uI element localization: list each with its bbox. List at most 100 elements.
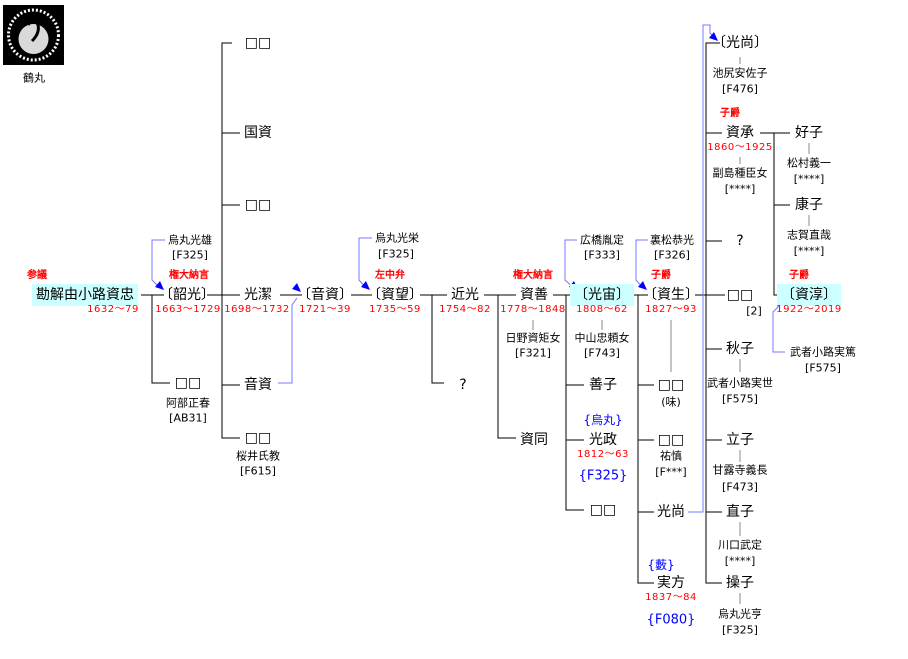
adoption-line: [564, 239, 577, 289]
person-otosuke-b: 音資: [244, 377, 272, 393]
reference-hirohashi-f: [F333]: [584, 248, 620, 262]
line: [497, 295, 516, 439]
person-sukemochi: 〔資望〕: [367, 287, 423, 303]
reference-shiga-f: [****]: [793, 244, 825, 258]
person-mitsunao: 〔光尚〕: [712, 35, 768, 51]
person-c3: □□: [244, 430, 272, 446]
person-q2: ?: [736, 233, 744, 249]
reference-hino-f: [F321]: [515, 346, 551, 360]
years-sukenari-y: 1827〜93: [645, 304, 697, 315]
adoption-arrow-icon: [361, 281, 370, 290]
years-sukeyoshi-y: 1778〜1848: [500, 304, 566, 315]
line: [151, 295, 170, 384]
line: [431, 295, 444, 384]
rank-title-r-sangi: 参議: [27, 270, 47, 281]
reference-ikejiri-f: [F476]: [722, 82, 758, 96]
person-sukedo: 資同: [520, 432, 548, 448]
rank-title-t-sachuben: 左中弁: [375, 270, 405, 281]
person-c7-note: [2]: [746, 304, 762, 318]
adoption-arrow-icon: [292, 283, 301, 292]
person-yushin: 祐慎: [660, 449, 682, 463]
person-sakurai: 桜井氏教: [236, 449, 280, 463]
years-sukitada-y: 1632〜79: [87, 304, 139, 315]
person-karasuma-tag: {烏丸}: [583, 413, 623, 427]
person-shiga: 志賀直哉: [787, 228, 831, 242]
years-mitsumasa-y: 1812〜63: [577, 449, 629, 460]
person-mitsuo: 烏丸光雄: [168, 233, 212, 247]
person-yasuko: 康子: [795, 197, 823, 213]
tsurumaru-crest-icon: [3, 5, 64, 65]
reference-mitsuhide-f: [F325]: [378, 247, 414, 261]
person-kunisuke: 国資: [244, 125, 272, 141]
rank-title-t-gon1: 権大納言: [169, 270, 209, 281]
adoption-arrow-icon: [155, 281, 164, 290]
rank-title-t-shishaku2: 子爵: [720, 108, 740, 119]
person-otosuke: 〔音資〕: [297, 287, 353, 303]
person-c4: □□: [589, 502, 617, 518]
person-matsumura: 松村義一: [787, 156, 831, 170]
person-naoko: 直子: [726, 504, 754, 520]
adoption-line: [772, 304, 785, 353]
years-suketsugu-y: 1860〜1925: [707, 142, 773, 153]
person-uramatsu: 裏松恭光: [650, 233, 694, 247]
adoption-arrow-icon: [709, 32, 718, 41]
years-sanekata-y: 1837〜84: [645, 592, 697, 603]
person-tsugumitsu: 〔韶光〕: [159, 287, 215, 303]
person-c5-note: (味): [661, 395, 681, 409]
adoption-line: [151, 239, 165, 289]
rank-title-t-gon2: 権大納言: [513, 270, 553, 281]
reference-soejima-f: [****]: [724, 182, 756, 196]
reference-kawaguchi-f: [****]: [724, 554, 756, 568]
person-c6: □□: [657, 432, 685, 448]
adoption-line: [635, 239, 648, 289]
person-sanekata: 実方: [657, 575, 685, 591]
adoption-line: [688, 24, 715, 513]
rank-title-t-shishaku3: 子爵: [789, 270, 809, 281]
person-sukenari: 〔資生〕: [643, 287, 699, 303]
reference-saneyo-f: [F575]: [722, 392, 758, 406]
reference-mitsumasa-f: {F325}: [578, 468, 628, 484]
person-c7: □□: [726, 287, 754, 303]
person-abe-child: □□: [174, 375, 202, 391]
person-yoshiko: 善子: [589, 377, 617, 393]
years-tsugumitsu-y: 1663〜1729: [155, 304, 221, 315]
person-mitsumasa: 光政: [589, 432, 617, 448]
person-c2: □□: [244, 197, 272, 213]
line: [637, 295, 654, 584]
crest-label: 鶴丸: [23, 71, 45, 85]
line: [221, 42, 240, 439]
person-saneyo: 武者小路実世: [707, 376, 773, 390]
line: [773, 133, 788, 296]
reference-mitsuo-f: [F325]: [172, 248, 208, 262]
person-yoshiko2: 好子: [795, 125, 823, 141]
person-mitsuoki: 〔光宙〕: [570, 284, 634, 306]
reference-kanroji-f: [F473]: [722, 480, 758, 494]
reference-abe-f: [AB31]: [169, 411, 207, 425]
person-kawaguchi: 川口武定: [718, 538, 762, 552]
reference-saneatsu-f: [F575]: [805, 361, 841, 375]
person-soejima: 副島種臣女: [712, 166, 768, 180]
years-otosuke-y: 1721〜39: [299, 304, 351, 315]
adoption-line: [278, 297, 298, 384]
person-misaoko: 操子: [726, 575, 754, 591]
reference-sanekata-f: {F080}: [646, 612, 696, 628]
person-abe: 阿部正春: [166, 396, 210, 410]
person-sukeatsu: 〔資淳〕: [777, 284, 841, 306]
person-mitsunao-b: 光尚: [657, 504, 685, 520]
reference-nakayama-f: [F743]: [584, 346, 620, 360]
person-akiko: 秋子: [726, 341, 754, 357]
person-sukeyoshi: 資善: [520, 287, 548, 303]
reference-sakurai-f: [F615]: [240, 464, 276, 478]
years-chikamitsu-y: 1754〜82: [439, 304, 491, 315]
reference-mitsuyuki-f: [F325]: [722, 623, 758, 637]
line: [705, 42, 722, 584]
person-kanroji: 甘露寺義長: [712, 463, 768, 477]
person-mitsuhide: 烏丸光栄: [375, 231, 419, 245]
line: [565, 295, 584, 511]
person-ikejiri: 池尻安佐子: [712, 66, 768, 80]
years-mitsuoki-y: 1808〜62: [576, 304, 628, 315]
years-sukeatsu-y: 1922〜2019: [776, 304, 842, 315]
person-nakayama: 中山忠頼女: [574, 331, 630, 345]
